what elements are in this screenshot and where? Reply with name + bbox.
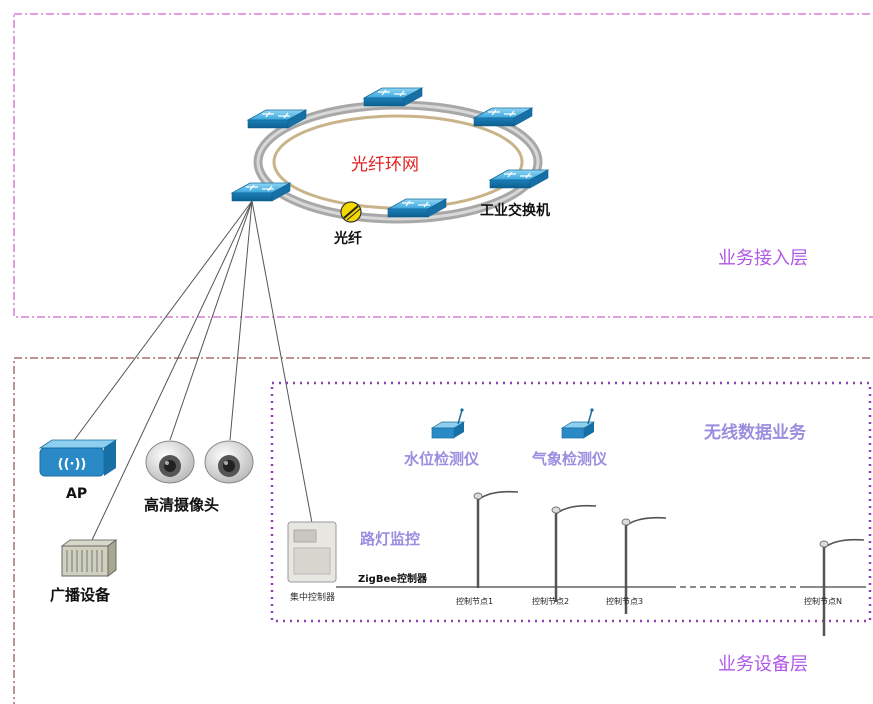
ring-title: 光纤环网	[351, 155, 419, 175]
svg-text:((·)): ((·))	[58, 457, 87, 472]
concentrator-label: 集中控制器	[290, 593, 336, 603]
wireless-sensor-icon	[431, 407, 465, 439]
streetlight-title: 路灯监控	[360, 530, 421, 548]
rack-icon	[60, 539, 118, 577]
device-layer-border	[13, 357, 873, 704]
control-node-n: 控制节点N	[804, 597, 842, 606]
zigbee-label: ZigBee控制器	[358, 574, 428, 585]
weather-label: 气象检测仪	[532, 450, 608, 468]
water-level-label: 水位检测仪	[404, 450, 480, 468]
access-layer-border	[13, 13, 873, 318]
dome-camera-icon	[204, 440, 254, 484]
ap-label: AP	[66, 486, 88, 502]
wireless-sensor-icon	[561, 407, 595, 439]
controller-box-icon	[287, 521, 337, 583]
ap-icon: ((·))	[38, 439, 118, 477]
switch-icon	[489, 169, 549, 189]
wireless-zone-border	[270, 381, 872, 623]
wireless-title: 无线数据业务	[704, 423, 806, 443]
connection-lines	[71, 200, 313, 541]
camera-label: 高清摄像头	[144, 496, 220, 514]
switch-icon	[473, 107, 533, 127]
fiber-label: 光纤	[334, 231, 362, 247]
device-layer-label: 业务设备层	[718, 654, 808, 675]
switch-label: 工业交换机	[480, 203, 550, 219]
control-node-1: 控制节点1	[456, 597, 494, 606]
dome-camera-icon	[145, 440, 195, 484]
fiber-connector-icon	[340, 201, 362, 223]
control-node-3: 控制节点3	[606, 597, 644, 606]
broadcast-label: 广播设备	[50, 586, 111, 604]
access-layer-label: 业务接入层	[718, 248, 808, 269]
streetlight-icon	[472, 490, 520, 590]
control-node-2: 控制节点2	[532, 597, 570, 606]
